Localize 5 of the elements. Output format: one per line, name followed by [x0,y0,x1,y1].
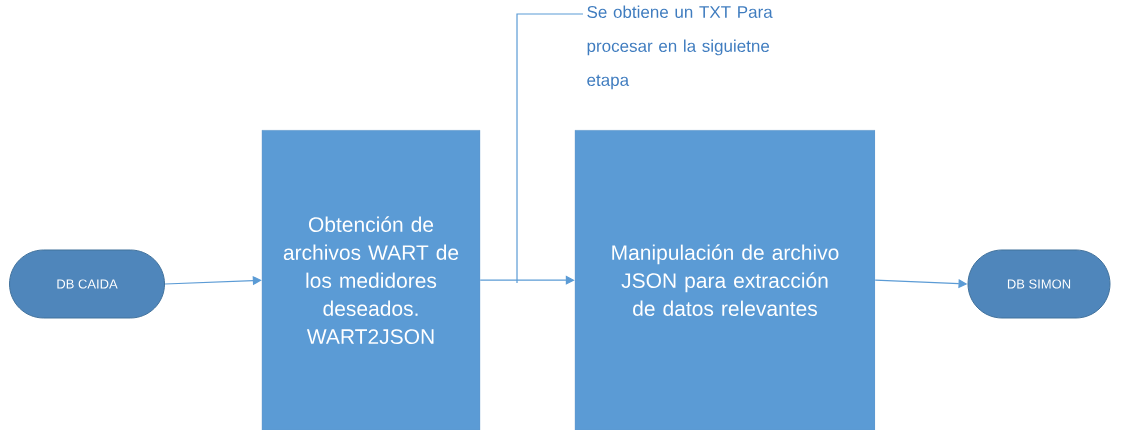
arrow [479,275,575,285]
callout-text: Se obtiene un TXT Para procesar en la siguietne etapa [587,5,773,90]
leader-line [516,13,584,284]
process-box: Manipulación de archivo JSON para extracción de datos relevantes [574,130,876,430]
process-box: Obtención de archivos WART de los medidores deseados. WART2JSON [261,130,481,430]
